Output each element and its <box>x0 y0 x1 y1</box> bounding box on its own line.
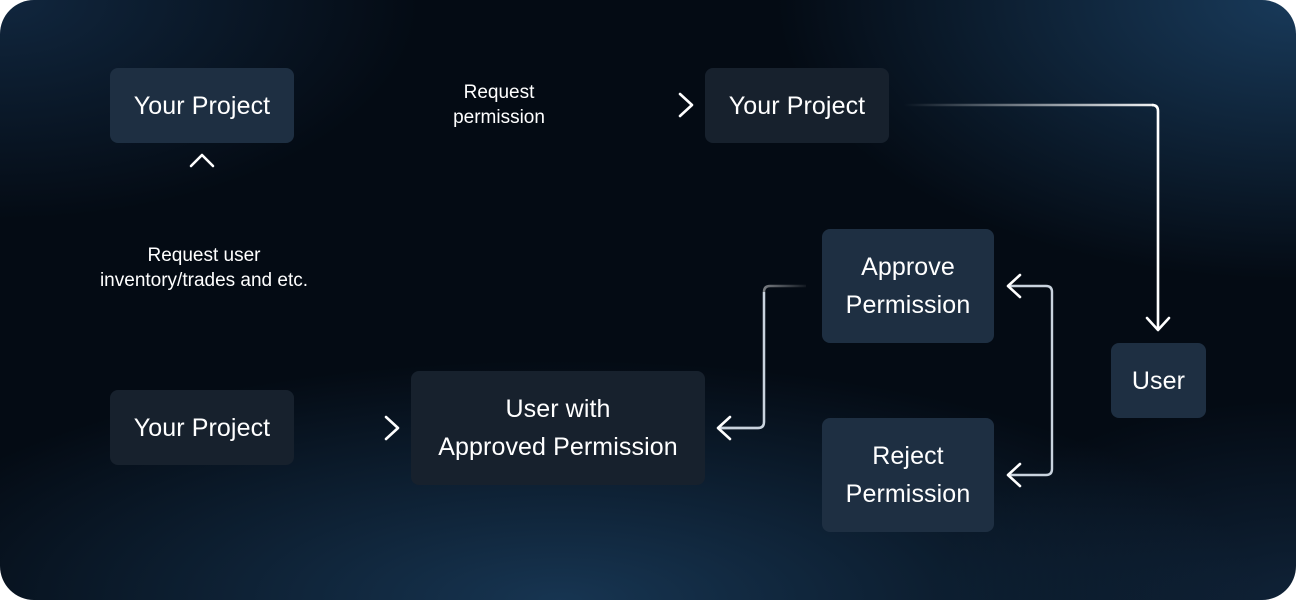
edge-label-line-2: inventory/trades and etc. <box>99 270 309 291</box>
node-label-line-1: Approve <box>861 253 955 281</box>
node-reject-permission: Reject Permission <box>822 418 994 532</box>
arrowhead-left-icon <box>1006 273 1022 299</box>
node-label-line-2: Approved Permission <box>438 433 678 461</box>
connector-approve-to-approved-user <box>720 284 806 430</box>
node-user-with-approved-permission: User with Approved Permission <box>411 371 705 485</box>
arrowhead-right-icon <box>678 92 694 118</box>
arrowhead-right-icon <box>384 415 400 441</box>
node-user: User <box>1111 343 1206 418</box>
edge-label-line-1: Request <box>463 82 535 103</box>
edge-label-request-permission: Request permission <box>453 80 545 130</box>
node-label-line-1: User with <box>505 395 611 423</box>
edge-label-line-2: permission <box>453 107 545 128</box>
edge-label-line-1: Request user <box>147 245 261 266</box>
node-label: Your Project <box>133 91 271 120</box>
node-your-project-top-left: Your Project <box>110 68 294 143</box>
arrowhead-up-icon <box>189 153 215 168</box>
node-label-line-2: Permission <box>845 291 971 319</box>
arrowhead-left-icon <box>716 415 732 441</box>
node-label: Your Project <box>133 413 271 442</box>
node-label-line-1: Reject <box>872 442 944 470</box>
node-label: User <box>1131 366 1186 395</box>
node-label-line-2: Permission <box>845 480 971 508</box>
connector-user-to-decisions <box>1010 284 1054 477</box>
node-your-project-top-right: Your Project <box>705 68 889 143</box>
node-label: Your Project <box>728 91 866 120</box>
arrowhead-down-icon <box>1145 316 1171 332</box>
node-approve-permission: Approve Permission <box>822 229 994 343</box>
node-your-project-bottom-left: Your Project <box>110 390 294 465</box>
edge-label-request-user-data: Request user inventory/trades and etc. <box>100 243 308 293</box>
arrowhead-left-icon <box>1006 462 1022 488</box>
